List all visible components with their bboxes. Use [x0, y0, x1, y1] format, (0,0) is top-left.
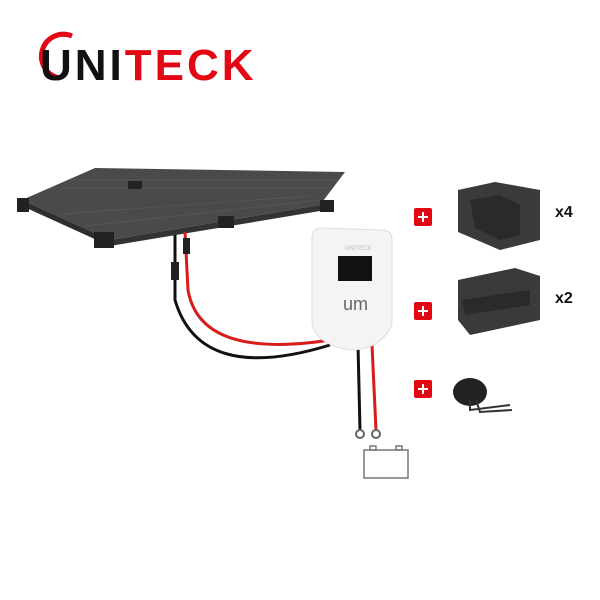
- controller-brand: UNITECK: [345, 246, 371, 252]
- side-bracket: [458, 268, 540, 335]
- logo-red-text: TECK: [124, 41, 257, 90]
- battery-icon: [363, 445, 409, 479]
- plus-icon: [414, 208, 432, 226]
- cable-gland: [453, 378, 513, 414]
- plus-icon: [414, 302, 432, 320]
- side-bracket-quantity: x2: [555, 290, 573, 307]
- corner-bracket-quantity: x4: [555, 204, 573, 221]
- cables: [173, 231, 381, 439]
- plus-icon: [414, 380, 432, 398]
- logo-dark-text: UNI: [40, 41, 125, 90]
- solar-panel: [17, 168, 345, 248]
- brand-logo: UNITECK: [40, 44, 257, 88]
- charge-controller: UNITECK um: [311, 227, 393, 351]
- logo-swoosh-icon: [38, 31, 73, 81]
- controller-model-mark: um: [343, 294, 368, 314]
- corner-bracket: [458, 182, 540, 250]
